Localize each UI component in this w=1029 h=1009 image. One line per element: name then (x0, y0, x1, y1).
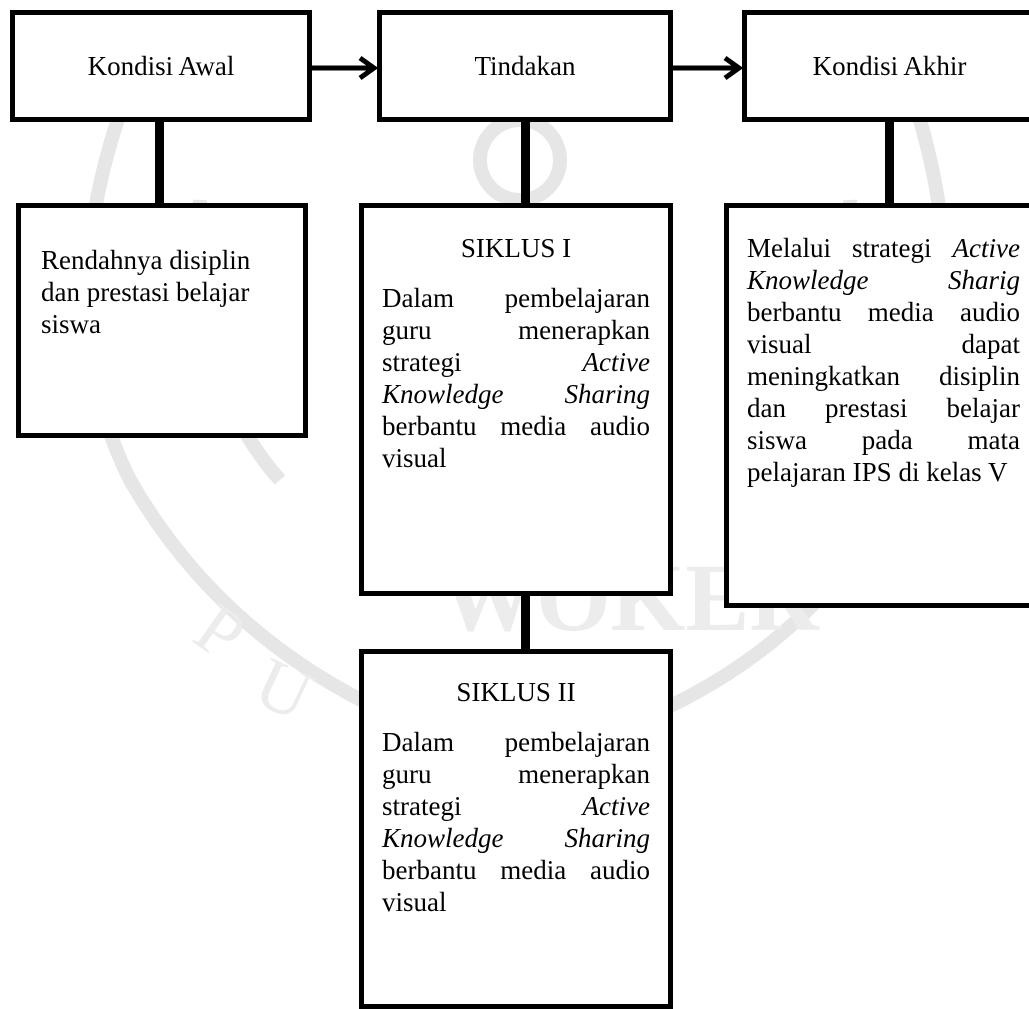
akhir-description-box: Melalui strategi Active Knowledge Sharig… (724, 203, 1029, 608)
kondisi-awal-label: Kondisi Awal (87, 50, 235, 81)
tindakan-box: Tindakan (377, 10, 673, 122)
body-text: Dalam pembelajaran guru menerapkan strat… (382, 727, 650, 821)
body-text: Dalam pembelajaran guru menerapkan strat… (382, 283, 650, 377)
siklus-2-body: Dalam pembelajaran guru menerapkan strat… (382, 726, 650, 918)
connector-akhir (885, 122, 894, 206)
siklus-2-box: SIKLUS II Dalam pembelajaran guru menera… (359, 649, 673, 1009)
siklus-1-body: Dalam pembelajaran guru menerapkan strat… (382, 282, 650, 474)
body-text: Melalui strategi (747, 233, 953, 263)
body-text: berbantu media audio visual dapat mening… (747, 297, 1020, 487)
siklus-1-title: SIKLUS I (460, 233, 572, 263)
emphasis-text: Active Knowledge Sharig (747, 233, 1020, 295)
kondisi-awal-box: Kondisi Awal (10, 10, 312, 122)
emphasis-text: Active Knowledge Sharing (382, 347, 650, 409)
arrow-awal-to-tindakan (312, 55, 379, 81)
kondisi-akhir-label: Kondisi Akhir (812, 50, 967, 81)
connector-tindakan (521, 122, 530, 206)
kondisi-akhir-box: Kondisi Akhir (742, 10, 1029, 122)
body-text: berbantu media audio visual (382, 855, 650, 917)
awal-description-text: Rendahnya disiplin dan prestasi belajar … (41, 245, 251, 339)
body-text: berbantu media audio visual (382, 411, 650, 473)
awal-description-box: Rendahnya disiplin dan prestasi belajar … (16, 203, 308, 438)
connector-awal (155, 122, 164, 206)
siklus-2-title: SIKLUS II (456, 677, 576, 707)
connector-siklus (521, 592, 530, 652)
arrow-tindakan-to-akhir (673, 55, 744, 81)
emphasis-text: Active Knowledge Sharing (382, 791, 650, 853)
siklus-1-box: SIKLUS I Dalam pembelajaran guru menerap… (359, 203, 673, 596)
svg-text:U: U (243, 642, 324, 736)
akhir-description-text: Melalui strategi Active Knowledge Sharig… (729, 208, 1029, 488)
tindakan-label: Tindakan (474, 50, 576, 81)
